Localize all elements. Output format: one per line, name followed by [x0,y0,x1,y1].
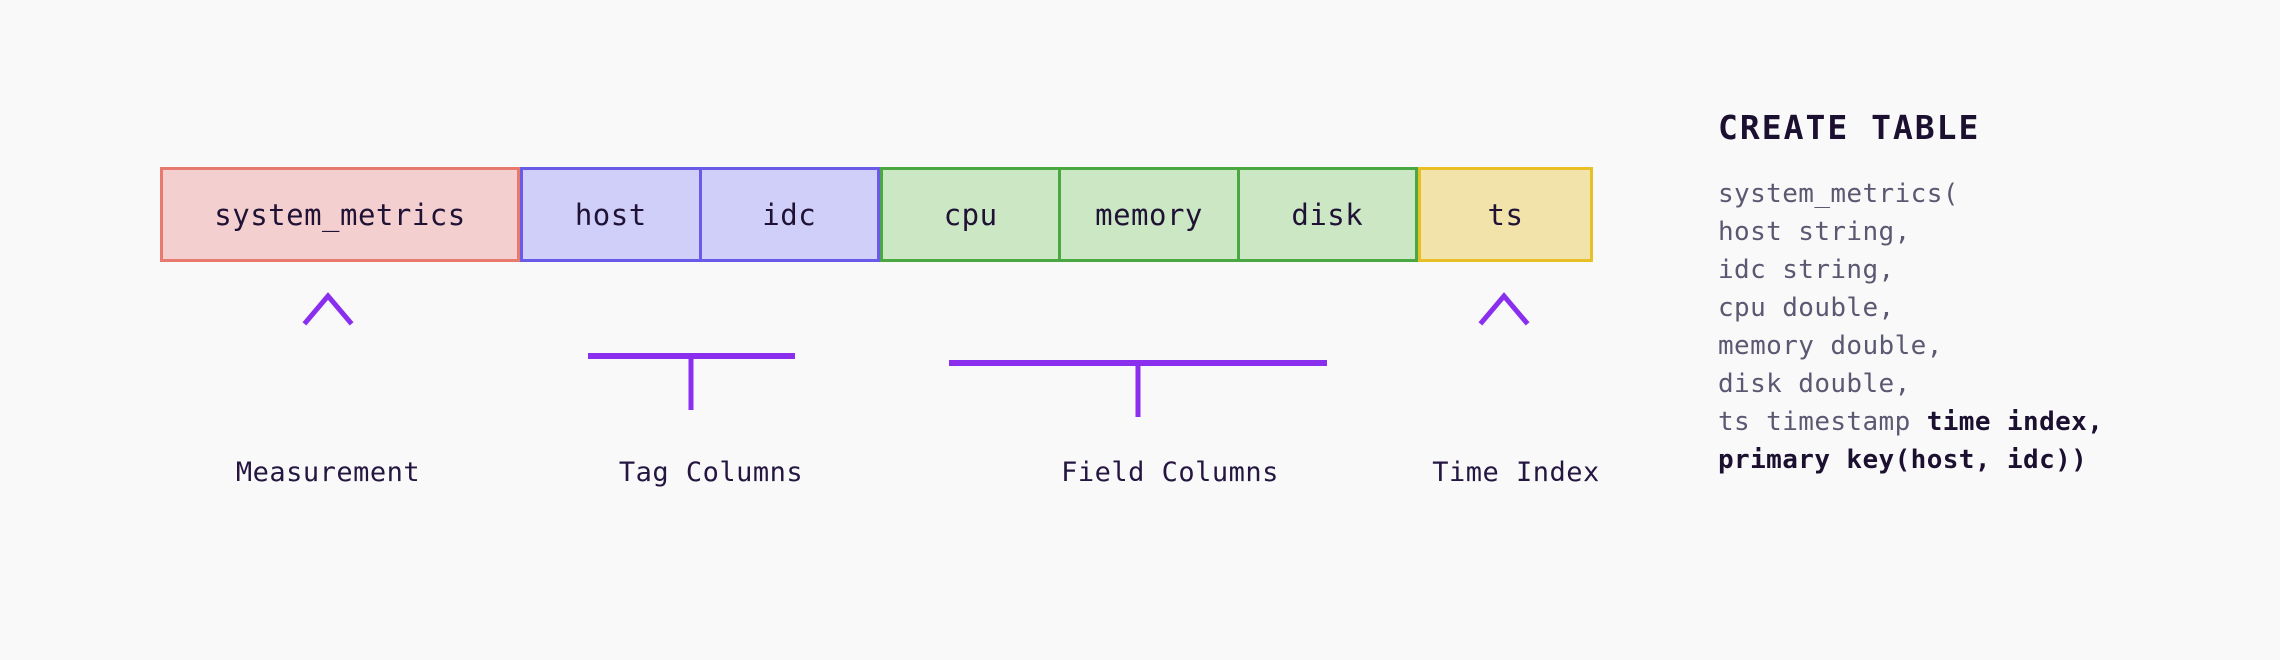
connector-arrow-measurement [302,292,354,413]
create-table-body: system_metrics(host string, idc string, cp… [1718,175,2238,479]
code-line: disk double, [1718,365,2238,403]
connector-arrow-time-index [1478,292,1530,413]
code-text: ts timestamp [1718,407,1927,437]
connector-bracket-tag-columns [587,300,796,410]
code-text: idc string, [1718,255,1895,285]
group-measurement[interactable]: system_metrics [160,167,520,262]
create-table-title: CREATE TABLE [1718,108,1981,147]
code-line: host string, [1718,213,2238,251]
label-time-index: Time Index [1432,457,1600,488]
code-text: memory double, [1718,331,1943,361]
code-line: cpu double, [1718,289,2238,327]
code-text: cpu double, [1718,293,1895,323]
code-line: primary key(host, idc)) [1718,441,2238,479]
schema-row: system_metrics host idc cpu memory disk … [160,167,1593,262]
code-keyword: primary key(host, idc)) [1718,445,2088,475]
code-line: system_metrics( [1718,175,2238,213]
group-tag-columns[interactable]: host idc [520,167,880,262]
label-measurement: Measurement [235,457,421,488]
code-text: host string, [1718,217,1911,247]
code-keyword: time index [1926,407,2088,437]
code-line: ts timestamp time index, [1718,403,2238,441]
cell-system-metrics[interactable]: system_metrics [214,197,466,232]
cell-idc[interactable]: idc [698,170,878,259]
label-tag-columns: Tag Columns [618,457,804,488]
code-line: idc string, [1718,251,2238,289]
code-text: system_metrics( [1718,179,1959,209]
group-time-index[interactable]: ts [1418,167,1593,262]
create-table-panel: CREATE TABLE system_metrics(host string,… [1718,108,2238,479]
cell-host[interactable]: host [574,197,647,232]
cell-cpu[interactable]: cpu [943,197,998,232]
group-field-columns[interactable]: cpu memory disk [880,167,1418,262]
code-text-tail: , [2087,407,2104,437]
cell-ts[interactable]: ts [1487,197,1524,232]
code-text: disk double, [1718,369,1911,399]
connector-bracket-field-columns [948,300,1328,417]
cell-memory[interactable]: memory [1058,170,1236,259]
code-line: memory double, [1718,327,2238,365]
label-field-columns: Field Columns [1061,457,1279,488]
cell-disk[interactable]: disk [1236,170,1415,259]
